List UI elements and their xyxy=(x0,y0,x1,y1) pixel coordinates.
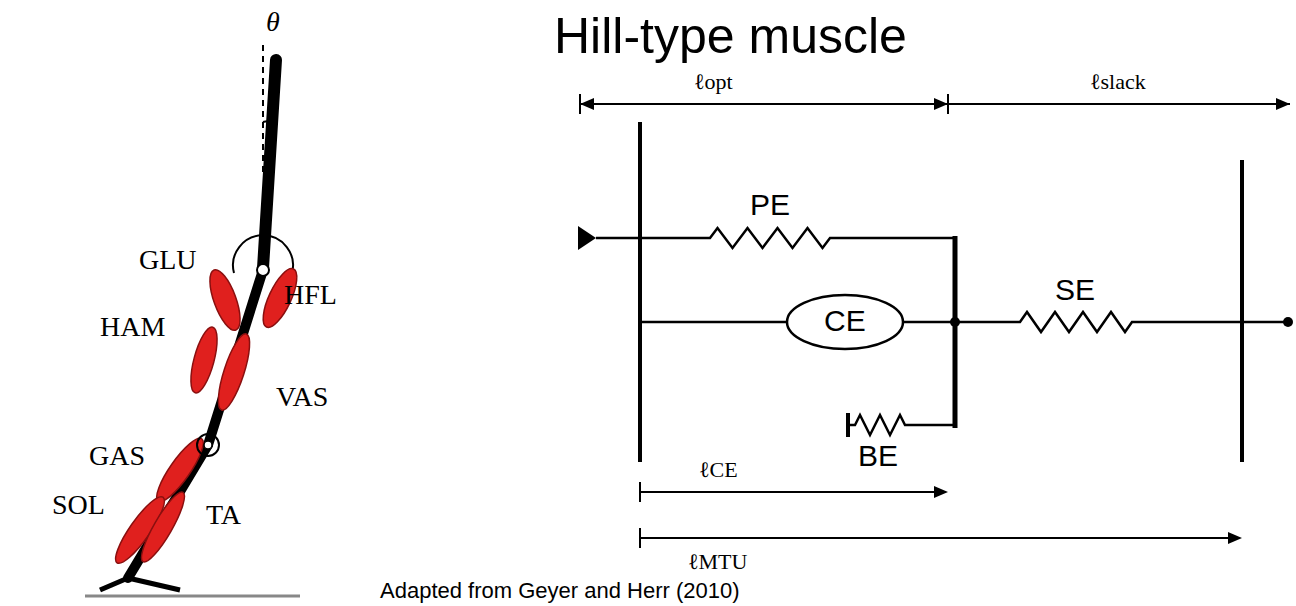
angle-symbol: θ xyxy=(266,8,280,36)
junction-dot xyxy=(950,317,960,327)
origin-marker xyxy=(578,226,596,250)
muscle-name: VAS xyxy=(276,383,328,411)
element-name: BE xyxy=(858,441,898,471)
arrow-head xyxy=(580,98,594,110)
spring-symbol xyxy=(848,415,955,435)
muscle-name: HFL xyxy=(284,281,337,309)
muscle-vas xyxy=(212,331,256,413)
arrow-head xyxy=(934,98,948,110)
muscle-name: GAS xyxy=(89,442,145,470)
vertical-reference xyxy=(262,45,264,175)
end-dot xyxy=(1283,317,1293,327)
spring-symbol xyxy=(955,312,1288,332)
ground-line xyxy=(85,595,300,598)
knee-joint xyxy=(197,434,219,456)
arrow-head xyxy=(934,486,948,498)
length-label: ℓCE xyxy=(699,459,738,481)
muscle-glu xyxy=(204,266,247,334)
leg-model xyxy=(85,0,596,596)
dimension-line xyxy=(640,537,1234,539)
contractile-element: CE xyxy=(785,293,905,351)
junction-bar xyxy=(953,236,958,428)
spring-end-bar xyxy=(846,413,850,437)
muscle-name: SOL xyxy=(52,491,105,519)
element-name: SE xyxy=(1055,275,1095,305)
muscle-name: TA xyxy=(206,501,241,529)
spring-symbol xyxy=(596,228,955,248)
muscle-schematic xyxy=(578,94,1293,548)
length-label: ℓslack xyxy=(1090,71,1146,93)
caption: Adapted from Geyer and Herr (2010) xyxy=(380,580,740,602)
element-name: PE xyxy=(750,190,790,220)
muscle-ham xyxy=(186,325,223,396)
arrow-head xyxy=(1276,98,1290,110)
origin-bar xyxy=(638,122,642,462)
muscle-ta xyxy=(135,488,191,566)
muscle-name: HAM xyxy=(100,313,165,341)
dimension-line xyxy=(640,491,940,493)
muscle-name: GLU xyxy=(139,246,197,274)
length-label: ℓopt xyxy=(694,71,733,93)
element-name: CE xyxy=(824,306,866,336)
length-label: ℓMTU xyxy=(688,551,747,573)
ellipse-shape xyxy=(787,295,903,349)
title: Hill-type muscle xyxy=(554,11,907,61)
arrow-head xyxy=(1228,532,1242,544)
knee-pin xyxy=(204,441,212,449)
foot-segment xyxy=(100,578,180,590)
hip-joint xyxy=(257,264,269,276)
insertion-bar xyxy=(1240,160,1244,462)
